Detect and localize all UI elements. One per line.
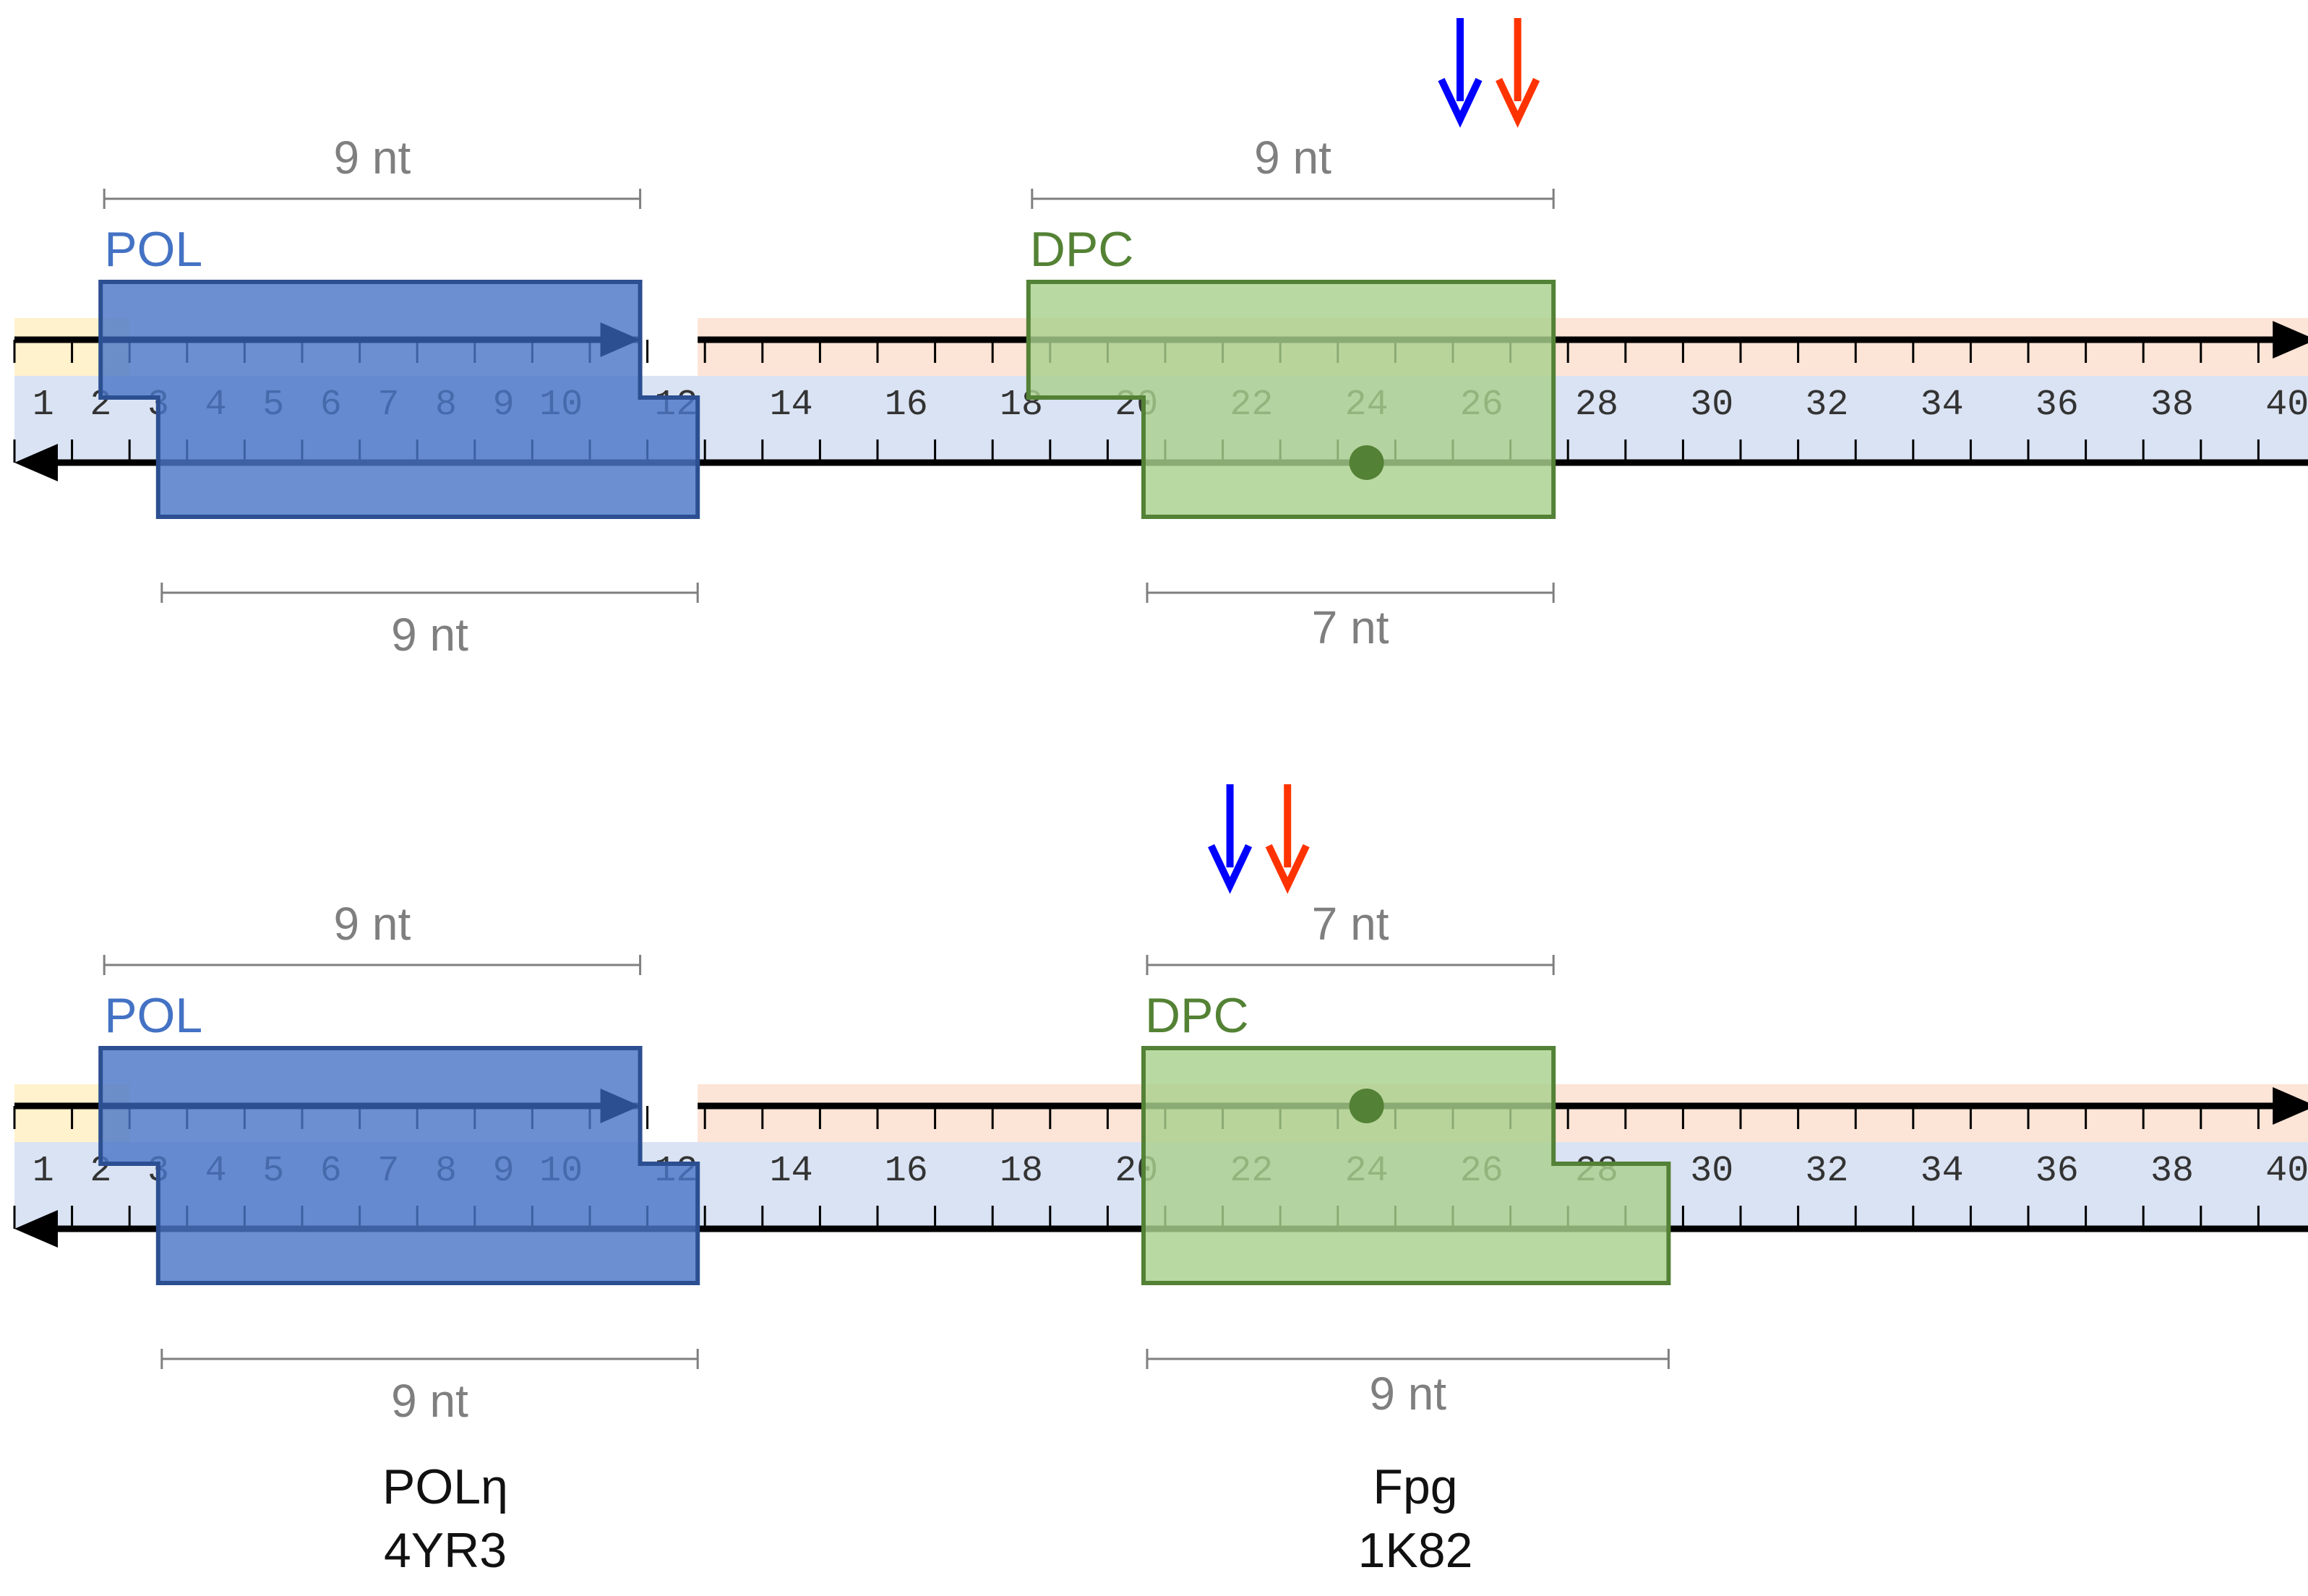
pol-top-measure-label: 9 nt [334, 132, 411, 184]
dpc-top-measure-label: 7 nt [1312, 898, 1389, 950]
caption-dpc-name: Fpg [1373, 1459, 1457, 1514]
position-number: 36 [2035, 1151, 2079, 1192]
pol-label: POL [104, 222, 202, 277]
position-number: 36 [2035, 385, 2079, 426]
top-strand-arrowhead [2273, 1087, 2308, 1125]
position-number: 40 [2265, 385, 2308, 426]
pol-footprint [98, 280, 700, 519]
red-arrow-head [1265, 844, 1310, 894]
position-number: 34 [1921, 385, 1964, 426]
position-number: 16 [885, 1151, 928, 1192]
caption-dpc-pdb: 1K82 [1358, 1523, 1473, 1578]
blue-arrow-head [1438, 77, 1483, 128]
crosslink-dot [1349, 445, 1384, 480]
dpc-top-measure-label: 9 nt [1254, 132, 1331, 184]
position-number: 14 [770, 385, 813, 426]
position-number: 14 [770, 1151, 813, 1192]
position-number: 34 [1921, 1151, 1964, 1192]
dpc-bottom-measure-label: 7 nt [1312, 601, 1389, 653]
panel-bottom: 1234567891012141618202224262830323436384… [13, 784, 2308, 1427]
position-number: 1 [33, 385, 54, 426]
pol-primer-arrowhead [600, 322, 640, 357]
dpc-footprint [1141, 1046, 1671, 1285]
position-number: 1 [33, 1151, 54, 1192]
position-number: 30 [1690, 385, 1733, 426]
bottom-strand-arrowhead [14, 444, 58, 481]
position-number: 16 [885, 385, 928, 426]
dpc-label: DPC [1145, 988, 1249, 1043]
position-number: 28 [1575, 385, 1618, 426]
pol-bottom-measure-label: 9 nt [391, 609, 468, 661]
bottom-strand-arrowhead [14, 1210, 58, 1248]
caption-pol-pdb: 4YR3 [384, 1523, 507, 1578]
top-strand-arrowhead [2273, 321, 2308, 359]
position-number: 32 [1805, 385, 1848, 426]
crosslink-dot [1349, 1089, 1384, 1123]
position-number: 30 [1690, 1151, 1733, 1192]
position-number: 38 [2150, 385, 2194, 426]
panel-top: 1234567891012141618202224262830323436384… [13, 18, 2308, 661]
pol-primer-arrowhead [600, 1089, 640, 1123]
pol-label: POL [104, 988, 202, 1043]
pol-bottom-measure-label: 9 nt [391, 1375, 468, 1427]
position-number: 38 [2150, 1151, 2194, 1192]
blue-arrow-head [1208, 844, 1253, 894]
pol-top-measure-label: 9 nt [334, 898, 411, 950]
caption-pol-name: POLη [382, 1459, 508, 1514]
red-arrow-head [1496, 77, 1540, 128]
position-number: 18 [1000, 1151, 1043, 1192]
position-number: 32 [1805, 1151, 1848, 1192]
dpc-label: DPC [1030, 222, 1134, 277]
dpc-footprint [1026, 280, 1556, 519]
pol-footprint [98, 1046, 700, 1285]
dpc-bottom-measure-label: 9 nt [1369, 1368, 1446, 1420]
position-number: 40 [2265, 1151, 2308, 1192]
